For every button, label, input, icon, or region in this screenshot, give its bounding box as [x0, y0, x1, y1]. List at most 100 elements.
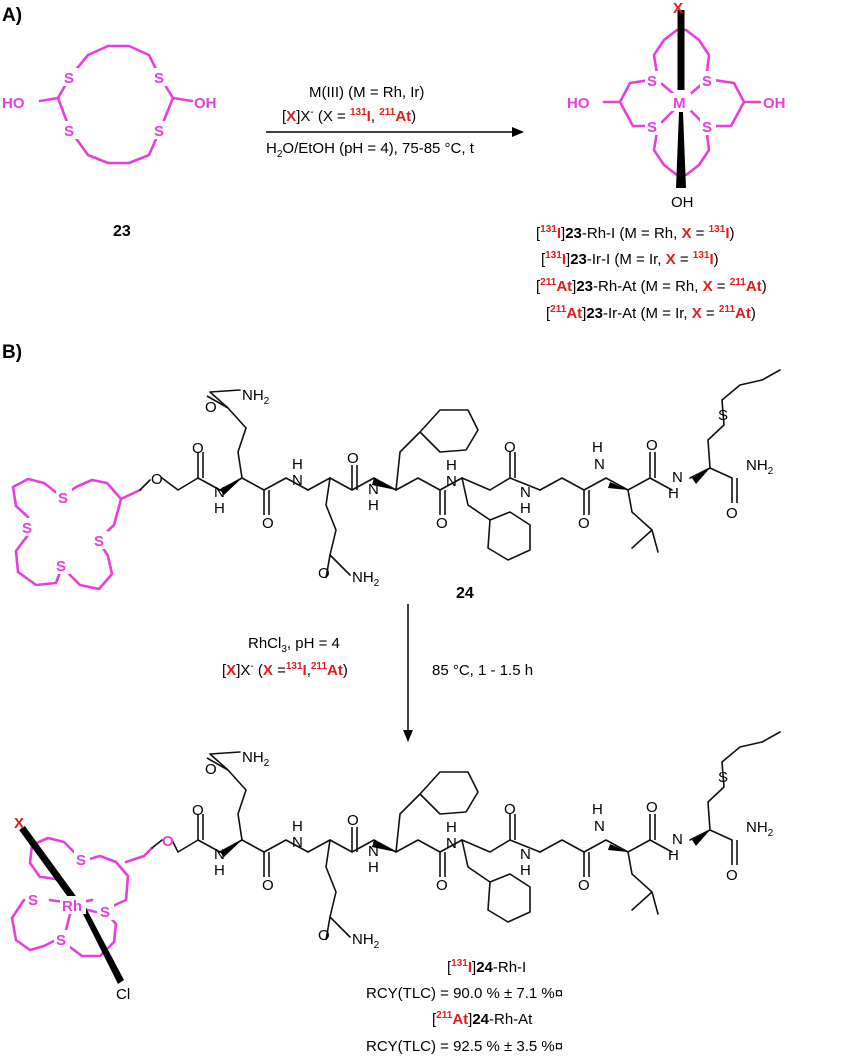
amide-nitrogen: N [672, 831, 683, 848]
compound-24-peptide: O O N H O NH2 O H N O O NH2 N H O H N O … [139, 369, 781, 589]
side-chain-oxygen: O [318, 927, 330, 944]
sulfur-atom: S [64, 70, 74, 87]
reaction-conditions-a: H2O/EtOH (pH = 4), 75-85 °C, t [266, 140, 475, 160]
carbonyl-oxygen: O [504, 801, 516, 818]
product-entry: [211At]23-Ir-At (M = Ir, X = 211At) [546, 304, 756, 322]
sulfur-atom: S [56, 932, 66, 949]
carbonyl-oxygen: O [726, 505, 738, 522]
sulfur-atom: S [154, 70, 164, 87]
sulfur-atom: S [28, 892, 38, 909]
sulfur-atom: S [94, 533, 104, 550]
amide-hydrogen: H [292, 456, 303, 473]
compound-number-23: 23 [113, 223, 131, 240]
rh-complex-structure: S S S S Rh X Cl [10, 815, 154, 1003]
sulfur-atom: S [56, 558, 66, 575]
product-24-peptide: O O N H O NH2 O H N O O NH2 N H O H N O … [151, 731, 781, 951]
reagent-halide: [X]X- (X =131I,211At) [222, 661, 348, 679]
chloride-ligand: Cl [116, 986, 130, 1003]
carbonyl-oxygen: O [726, 867, 738, 884]
compound-23-structure: S S S S HO OH [2, 44, 217, 165]
carbonyl-oxygen: O [262, 877, 274, 894]
yield-list-b: [131I]24-Rh-I RCY(TLC) = 90.0 % ± 7.1 %¤… [366, 958, 563, 1055]
amide-nitrogen: N [594, 818, 605, 835]
thioether-sulfur: S [718, 769, 728, 786]
rhodium-center: Rh [62, 898, 82, 915]
panel-label-a: A) [2, 5, 22, 26]
amide-hydrogen: H [446, 457, 457, 474]
carbonyl-oxygen: O [347, 812, 359, 829]
hydroxyl-group: HO [567, 95, 590, 112]
amide-nh2: NH2 [242, 387, 270, 407]
amide-hydrogen: H [668, 847, 679, 864]
radiochemical-yield: RCY(TLC) = 92.5 % ± 3.5 %¤ [366, 1038, 563, 1055]
amide-nitrogen: N [292, 472, 303, 489]
amide-nitrogen: N [214, 846, 225, 863]
panel-label-b: B) [2, 342, 22, 363]
amide-nitrogen: N [446, 835, 457, 852]
product-list-a: [131I]23-Rh-I (M = Rh, X = 131I) [131I]2… [536, 224, 767, 322]
carbonyl-oxygen: O [504, 439, 516, 456]
sulfur-atom: S [647, 73, 657, 90]
product-entry: [131I]23-Ir-I (M = Ir, X = 131I) [541, 250, 719, 268]
metal-center: M [673, 95, 686, 112]
sulfur-atom: S [702, 73, 712, 90]
sulfur-atom: S [100, 904, 110, 921]
amide-nitrogen: N [672, 469, 683, 486]
reagent-rhcl3: RhCl3, pH = 4 [248, 635, 340, 655]
reaction-arrow-a [266, 127, 524, 137]
amide-nitrogen: N [214, 484, 225, 501]
carbonyl-oxygen: O [578, 877, 590, 894]
sulfur-atom: S [647, 119, 657, 136]
sulfur-atom: S [22, 520, 32, 537]
hydroxyl-group: HO [2, 95, 25, 112]
amide-nitrogen: N [446, 473, 457, 490]
carbonyl-oxygen: O [646, 799, 658, 816]
sulfur-atom: S [702, 119, 712, 136]
reagent-halide: [X]X- (X = 131I, 211At) [282, 107, 416, 125]
sulfur-atom: S [76, 852, 86, 869]
terminal-nh2: NH2 [746, 819, 774, 839]
side-chain-oxygen: O [205, 399, 217, 416]
product-entry: [211At]23-Rh-At (M = Rh, X = 211At) [536, 277, 767, 295]
amide-hydrogen: H [214, 862, 225, 879]
amide-nitrogen: N [292, 834, 303, 851]
amide-nitrogen: N [368, 481, 379, 498]
carbonyl-oxygen: O [347, 450, 359, 467]
amide-hydrogen: H [520, 862, 531, 879]
reaction-conditions-b: 85 °C, 1 - 1.5 h [432, 662, 533, 679]
amide-hydrogen: H [520, 500, 531, 517]
sulfur-atom: S [154, 123, 164, 140]
amide-hydrogen: H [592, 801, 603, 818]
metal-complex-structure: S S S S M HO OH X OH [567, 0, 786, 211]
ether-oxygen: O [162, 833, 174, 850]
amide-nitrogen: N [368, 843, 379, 860]
halogen-ligand: X [14, 815, 24, 832]
amide-hydrogen: H [368, 859, 379, 876]
ether-oxygen: O [151, 471, 163, 488]
side-chain-oxygen: O [205, 761, 217, 778]
carbonyl-oxygen: O [436, 515, 448, 532]
product-entry: [131I]23-Rh-I (M = Rh, X = 131I) [536, 224, 734, 242]
carbonyl-oxygen: O [192, 440, 204, 457]
hydroxyl-group: OH [763, 95, 786, 112]
amide-hydrogen: H [368, 497, 379, 514]
amide-nh2: NH2 [352, 569, 380, 589]
amide-nh2: NH2 [242, 749, 270, 769]
amide-hydrogen: H [668, 485, 679, 502]
halogen-ligand: X [673, 0, 683, 17]
amide-hydrogen: H [592, 439, 603, 456]
sulfur-atom: S [64, 123, 74, 140]
compound-number-24: 24 [456, 585, 474, 602]
amide-nitrogen: N [520, 846, 531, 863]
amide-nitrogen: N [520, 484, 531, 501]
amide-hydrogen: H [292, 818, 303, 835]
carbonyl-oxygen: O [192, 802, 204, 819]
side-chain-oxygen: O [318, 565, 330, 582]
carbonyl-oxygen: O [578, 515, 590, 532]
product-entry: [211At]24-Rh-At [432, 1010, 533, 1028]
reagent-metal: M(III) (M = Rh, Ir) [309, 84, 424, 101]
sulfur-atom: S [58, 490, 68, 507]
carbonyl-oxygen: O [436, 877, 448, 894]
amide-hydrogen: H [214, 500, 225, 517]
